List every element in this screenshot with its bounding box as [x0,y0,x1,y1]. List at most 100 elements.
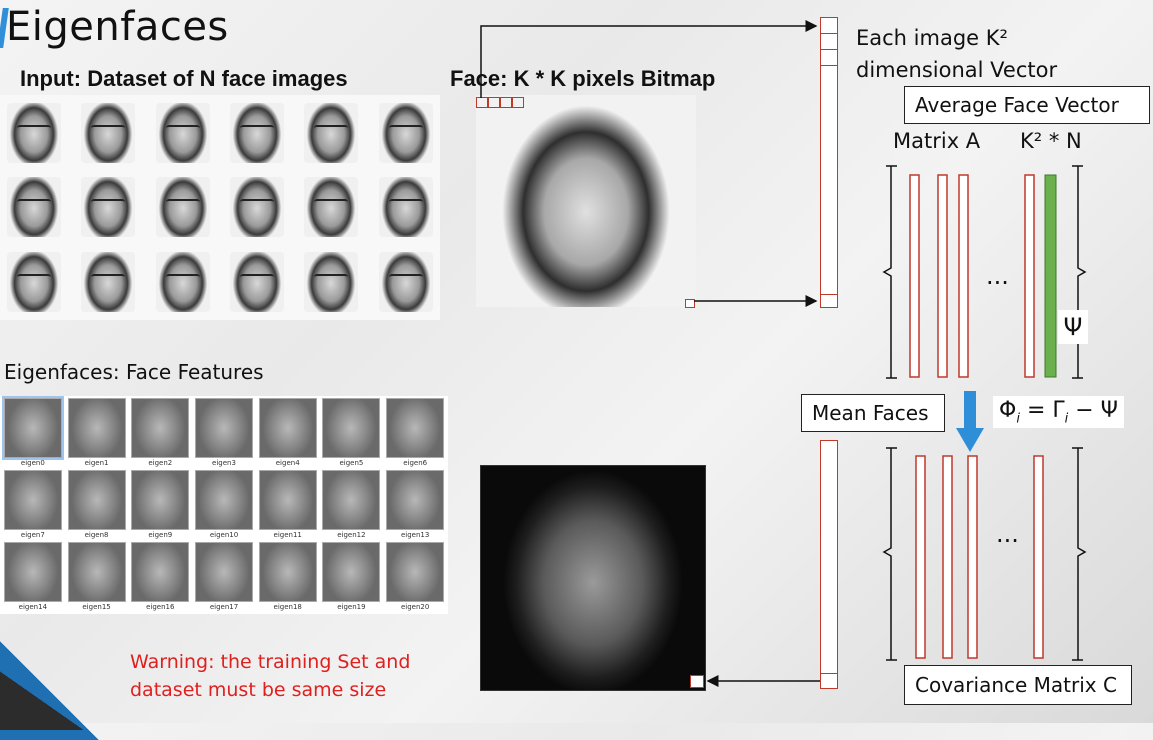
eigenface-cell: eigen2 [129,398,191,468]
eigenface-cell: eigen8 [66,470,128,540]
eigenface-label: eigen16 [146,603,175,611]
average-face-vector-label: Average Face Vector [904,86,1150,124]
eigenface-image [3,542,62,602]
dataset-face-cell [149,173,217,241]
eigenface-cell: eigen3 [193,398,255,468]
eigenfaces-caption: Eigenfaces: Face Features [4,360,264,384]
dataset-face-image [378,177,433,238]
dataset-face-cell [74,248,142,316]
covariance-matrix-label: Covariance Matrix C [904,665,1132,705]
eigenface-image [386,542,445,602]
eigenface-label: eigen12 [337,531,366,539]
eigenface-cell: eigen1 [66,398,128,468]
mean-face-pixel-marker [690,675,704,688]
warning-line-2: dataset must be same size [130,679,387,701]
dataset-face-cell [372,248,440,316]
dataset-face-cell [74,99,142,167]
dataset-face-grid [0,95,440,320]
eigenface-image [386,470,445,530]
eigenface-image [131,398,190,458]
eigenface-label: eigen19 [337,603,366,611]
dataset-face-cell [372,173,440,241]
formula-minus-psi: − Ψ [1068,398,1119,423]
phi-formula: Φi = Γi − Ψ [993,396,1125,429]
eigenfaces-grid: eigen0 eigen1 eigen2 eigen3 eigen4 eigen5 eige… [0,396,448,614]
eigenface-cell: eigen11 [257,470,319,540]
eigenface-label: eigen4 [275,459,300,467]
dataset-face-image [81,103,136,164]
eigenface-image [258,398,317,458]
mean-face-vector-column [820,440,838,689]
eigenface-image [131,542,190,602]
eigenface-cell: eigen20 [384,542,446,612]
dataset-face-image [7,103,62,164]
eigenface-label: eigen2 [148,459,173,467]
dataset-face-image [304,103,359,164]
dataset-face-cell [297,173,365,241]
eigenface-cell: eigen5 [321,398,383,468]
vector-caption-line-2: dimensional Vector [856,58,1058,82]
vector-caption: Each image K² dimensional Vector [856,22,1057,86]
phi-subscript: i [1016,411,1020,427]
corner-decoration-dark [0,640,150,730]
eigenface-label: eigen1 [84,459,109,467]
dataset-face-image [155,103,210,164]
vector-cell-divider [820,65,838,66]
matrix-a-ellipsis: ... [986,262,1009,290]
eigenface-label: eigen15 [82,603,111,611]
dataset-face-image [304,251,359,312]
formula-equals: = [1019,398,1053,423]
eigenface-image [322,542,381,602]
gamma-subscript: i [1064,411,1069,427]
dataset-face-image [155,251,210,312]
eigenface-image [258,542,317,602]
vector-caption-line-1: Each image K² [856,26,1008,50]
connector-arrows [480,20,1087,687]
eigenface-image [67,542,126,602]
dataset-face-cell [0,248,68,316]
dataset-face-cell [297,99,365,167]
dataset-face-cell [372,99,440,167]
dataset-face-image [230,177,285,238]
face-caption: Face: K * K pixels Bitmap [450,66,716,91]
eigenface-cell: eigen18 [257,542,319,612]
eigenface-label: eigen13 [400,531,430,539]
phi-symbol: Φ [999,398,1017,423]
eigenface-label: eigen5 [339,459,364,467]
eigenface-label: eigen6 [403,459,428,467]
dataset-face-image [304,177,359,238]
dataset-face-image [378,103,433,164]
eigenface-cell: eigen0 [1,396,64,468]
vector-cell-divider [820,294,838,295]
eigenface-label: eigen0 [20,459,45,467]
eigenface-label: eigen17 [209,603,239,611]
image-vector-column [820,17,838,308]
mean-faces-label: Mean Faces [801,394,945,432]
input-caption: Input: Dataset of N face images [20,66,348,91]
eigenface-image [194,398,253,458]
dataset-face-image [81,177,136,238]
eigenface-label: eigen14 [18,603,48,611]
eigenface-image [322,398,381,458]
eigenface-cell: eigen19 [321,542,383,612]
dataset-face-image [7,177,62,238]
eigenface-cell: eigen13 [384,470,446,540]
dataset-face-image [81,251,136,312]
dataset-face-cell [223,173,291,241]
mean-face-image [480,465,706,691]
dataset-face-cell [223,248,291,316]
eigenface-cell: eigen17 [193,542,255,612]
eigenface-cell: eigen7 [2,470,64,540]
eigenface-label: eigen8 [84,531,109,539]
dataset-face-cell [149,248,217,316]
last-pixel-marker [685,299,695,308]
warning-line-1: Warning: the training Set and [130,651,411,673]
dataset-face-cell [149,99,217,167]
eigenface-image [194,470,253,530]
matrix-a-label: Matrix A [893,129,981,153]
dataset-face-image [378,251,433,312]
eigenface-label: eigen3 [212,459,236,467]
dataset-face-cell [0,173,68,241]
eigenface-label: eigen18 [273,603,302,611]
covariance-ellipsis: ... [996,520,1019,548]
